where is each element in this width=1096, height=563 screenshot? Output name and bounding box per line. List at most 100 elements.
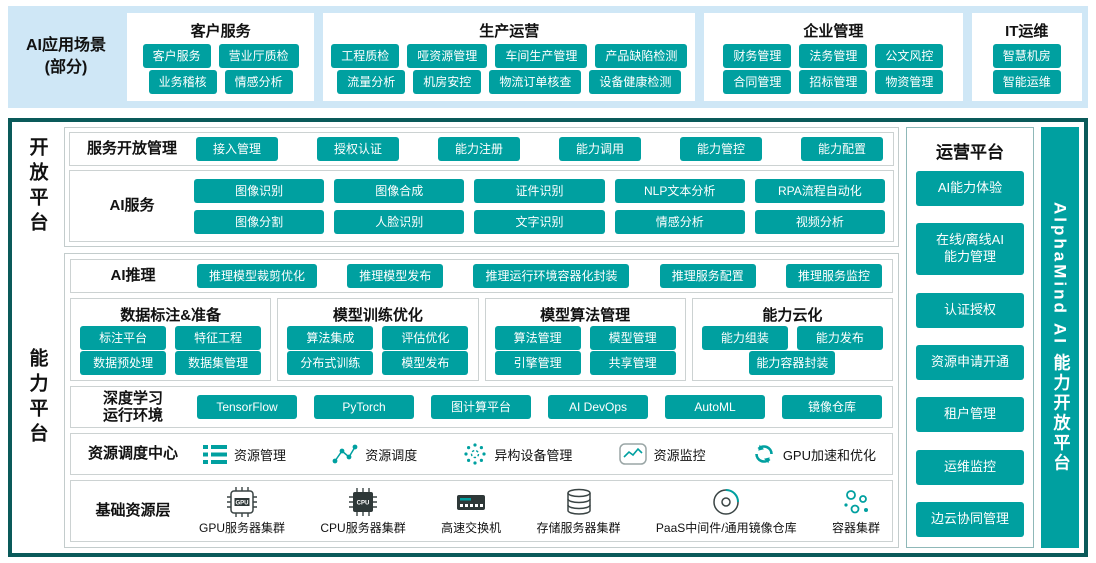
infra-item-switch[interactable]: 高速交换机: [441, 487, 501, 536]
capability-chip[interactable]: 算法管理: [494, 326, 581, 350]
capability-chip[interactable]: 接入管理: [196, 137, 278, 161]
capability-chip[interactable]: TensorFlow: [197, 395, 297, 419]
capability-chip[interactable]: 特征工程: [175, 326, 262, 350]
ops-button[interactable]: 在线/离线AI 能力管理: [916, 223, 1024, 276]
capability-chip[interactable]: 模型管理: [589, 326, 676, 350]
infra-item-label: PaaS中间件/通用镜像仓库: [655, 520, 797, 535]
infra-item-container-cluster[interactable]: 容器集群: [832, 487, 880, 536]
capability-chip[interactable]: 图像分割: [194, 209, 325, 234]
operations-platform-panel: 运营平台 AI能力体验在线/离线AI 能力管理认证授权资源申请开通租户管理运维监…: [906, 127, 1034, 548]
scenario-chip[interactable]: 招标管理: [799, 70, 868, 95]
scenario-chip[interactable]: 合同管理: [723, 70, 792, 95]
scenario-chip[interactable]: 设备健康检测: [589, 70, 682, 95]
scenario-chip[interactable]: 物流订单核查: [489, 70, 582, 95]
ops-button[interactable]: 运维监控: [916, 449, 1024, 485]
ops-button[interactable]: AI能力体验: [916, 171, 1024, 206]
scenarios-label: AI应用场景 (部分): [14, 35, 118, 80]
sched-item-gpu-acceleration[interactable]: GPU加速和优化: [752, 442, 876, 466]
scenarios-label-line1: AI应用场景: [25, 36, 106, 54]
scenario-chip[interactable]: 智慧机房: [992, 43, 1061, 68]
infra-item-label: 容器集群: [831, 520, 880, 535]
capability-chip[interactable]: 图像识别: [194, 178, 325, 203]
capability-chip[interactable]: RPA流程自动化: [754, 178, 885, 203]
ops-button[interactable]: 边云协同管理: [916, 502, 1024, 537]
app-group-it-operations: IT运维 智慧机房 智能运维: [971, 13, 1082, 101]
capability-chip[interactable]: AI DevOps: [548, 395, 648, 419]
scenario-chip[interactable]: 产品缺陷检测: [595, 43, 688, 68]
chip-row: 工程质检哑资源管理车间生产管理产品缺陷检测: [331, 43, 688, 68]
sched-item-resource-mgmt[interactable]: 资源管理: [203, 444, 286, 465]
scenario-chip[interactable]: 机房安控: [413, 70, 482, 95]
chip-row: 合同管理招标管理物资管理: [712, 70, 954, 95]
capability-chip[interactable]: 人脸识别: [334, 209, 465, 234]
capability-chip[interactable]: 数据预处理: [80, 351, 167, 375]
capability-chip[interactable]: 能力容器封装: [749, 351, 836, 375]
scenario-chip[interactable]: 营业厅质检: [218, 43, 299, 68]
resource-scheduling-row: 资源调度中心 资源管理 资源调度: [70, 433, 893, 475]
app-group-customer-service: 客户服务 客户服务营业厅质检 业务稽核情感分析: [127, 13, 315, 101]
ops-button[interactable]: 资源申请开通: [916, 344, 1024, 380]
capability-chip[interactable]: 推理模型发布: [347, 264, 444, 288]
capability-chip[interactable]: 镜像仓库: [782, 395, 882, 419]
capability-chip[interactable]: 情感分析: [614, 209, 745, 234]
capability-chip[interactable]: 能力配置: [801, 137, 883, 161]
capability-chip[interactable]: 授权认证: [317, 137, 399, 161]
capability-chip[interactable]: PyTorch: [314, 395, 414, 419]
scenario-chip[interactable]: 工程质检: [331, 43, 400, 68]
capability-chip[interactable]: 视频分析: [754, 209, 885, 234]
sched-item-label: 资源监控: [653, 447, 706, 463]
capability-chip[interactable]: 分布式训练: [287, 351, 374, 375]
capability-chip[interactable]: 推理服务监控: [785, 264, 882, 288]
scenario-chip[interactable]: 业务稽核: [148, 70, 217, 95]
capability-chip[interactable]: 标注平台: [80, 326, 167, 350]
capability-chip[interactable]: 算法集成: [287, 326, 374, 350]
capability-chip[interactable]: 证件识别: [474, 178, 605, 203]
sched-item-resource-scheduling[interactable]: 资源调度: [332, 443, 417, 465]
capability-chip[interactable]: 推理模型裁剪优化: [197, 264, 318, 288]
scenario-chip[interactable]: 客户服务: [142, 43, 211, 68]
ops-button[interactable]: 认证授权: [916, 292, 1024, 328]
capability-chip[interactable]: 数据集管理: [175, 351, 262, 375]
capability-chip[interactable]: 能力组装: [701, 326, 788, 350]
scenario-chip[interactable]: 车间生产管理: [495, 43, 588, 68]
scenario-chip[interactable]: 物资管理: [875, 70, 944, 95]
sched-item-resource-monitor[interactable]: 资源监控: [618, 443, 706, 465]
subgroup-data-labeling: 数据标注&准备 标注平台特征工程 数据预处理数据集管理: [70, 298, 272, 381]
infra-item-cpu-cluster[interactable]: CPU CPU服务器集群: [320, 487, 406, 536]
ai-application-scenarios-band: AI应用场景 (部分) 客户服务 客户服务营业厅质检 业务稽核情感分析 生产运营…: [8, 6, 1088, 108]
scenario-chip[interactable]: 哑资源管理: [407, 43, 488, 68]
capability-chip[interactable]: 推理服务配置: [659, 264, 756, 288]
capability-chip[interactable]: 模型发布: [382, 351, 469, 375]
capability-chip[interactable]: 能力注册: [438, 137, 520, 161]
sched-item-heterogeneous-devices[interactable]: 异构设备管理: [463, 442, 572, 466]
capability-chip[interactable]: NLP文本分析: [614, 178, 745, 203]
subgroup-model-training: 模型训练优化 算法集成评估优化 分布式训练模型发布: [277, 298, 479, 381]
infra-item-gpu-cluster[interactable]: GPU GPU服务器集群: [199, 486, 285, 536]
scenario-chip[interactable]: 智能运维: [992, 70, 1061, 95]
capability-chip[interactable]: 图计算平台: [431, 395, 531, 419]
scenario-chip[interactable]: 公文风控: [875, 43, 944, 68]
scenario-chip[interactable]: 财务管理: [723, 43, 792, 68]
ops-button[interactable]: 租户管理: [916, 397, 1024, 433]
capability-chip[interactable]: 推理运行环境容器化封装: [473, 264, 630, 288]
capability-chip[interactable]: 共享管理: [589, 351, 676, 375]
scenario-chip[interactable]: 法务管理: [799, 43, 868, 68]
infra-item-paas-middleware[interactable]: PaaS中间件/通用镜像仓库: [656, 487, 797, 536]
scenario-chip[interactable]: 流量分析: [337, 70, 406, 95]
capability-chip[interactable]: 引擎管理: [494, 351, 581, 375]
capability-chip[interactable]: 文字识别: [474, 209, 605, 234]
capability-chip[interactable]: 能力调用: [559, 137, 641, 161]
capability-chip[interactable]: AutoML: [665, 395, 765, 419]
infra-item-storage-cluster[interactable]: 存储服务器集群: [537, 487, 621, 536]
resource-scheduling-items: 资源管理 资源调度 异构设备管理: [195, 442, 884, 466]
side-labels-column: 开放平台 能力平台: [17, 127, 57, 548]
capability-chip[interactable]: 能力发布: [796, 326, 883, 350]
ai-inference-chips: 推理模型裁剪优化 推理模型发布 推理运行环境容器化封装 推理服务配置 推理服务监控: [195, 264, 884, 288]
capability-chip[interactable]: 评估优化: [382, 326, 469, 350]
container-cluster-icon: [841, 487, 871, 517]
capability-chip[interactable]: 能力管控: [680, 137, 762, 161]
scenario-chip[interactable]: 情感分析: [224, 70, 293, 95]
capability-chip[interactable]: 图像合成: [334, 178, 465, 203]
chip-row: 财务管理法务管理公文风控: [712, 43, 954, 68]
